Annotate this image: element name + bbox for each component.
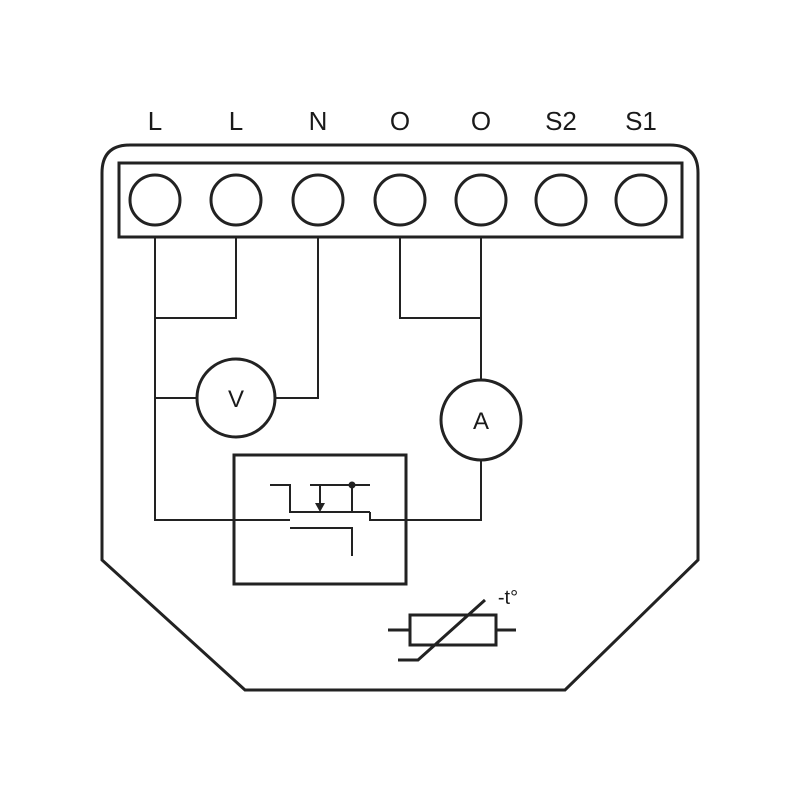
terminal-screw-3: [291, 173, 345, 227]
terminal-screw-5: [454, 173, 508, 227]
terminal-screw-6: [534, 173, 588, 227]
device-housing: [100, 143, 700, 692]
wires: [154, 237, 482, 521]
terminal-label-7: S1: [625, 106, 657, 136]
voltmeter-label: V: [228, 386, 244, 413]
thermistor: -t°: [388, 587, 518, 662]
relay-switch: [232, 453, 408, 586]
wire-ammeter-to-relay: [386, 460, 482, 521]
terminal-screws: [128, 173, 668, 227]
wire-l-bridge: [155, 237, 237, 319]
terminal-screw-1: [128, 173, 182, 227]
terminal-label-6: S2: [545, 106, 577, 136]
mosfet-icon: [258, 481, 386, 556]
terminal-screw-4: [373, 173, 427, 227]
terminal-label-1: L: [148, 106, 162, 136]
terminal-label-4: O: [390, 106, 410, 136]
relay-box: [232, 453, 408, 586]
terminal-label-2: L: [229, 106, 243, 136]
terminal-label-5: O: [471, 106, 491, 136]
ammeter-label: A: [473, 408, 489, 435]
terminal-label-3: N: [309, 106, 328, 136]
wire-n-to-voltmeter: [275, 237, 319, 399]
wire-l-bus: [154, 237, 258, 521]
ammeter: A: [439, 378, 523, 462]
terminal-screw-2: [209, 173, 263, 227]
terminal-screw-7: [614, 173, 668, 227]
voltmeter: V: [195, 357, 277, 439]
wire-o-bridge: [399, 237, 481, 319]
voltmeter-circle: [195, 357, 277, 439]
thermistor-label: -t°: [498, 587, 518, 609]
thermistor-slash: [398, 598, 487, 662]
terminal-labels: L L N O O S2 S1: [148, 106, 657, 136]
ammeter-circle: [439, 378, 523, 462]
